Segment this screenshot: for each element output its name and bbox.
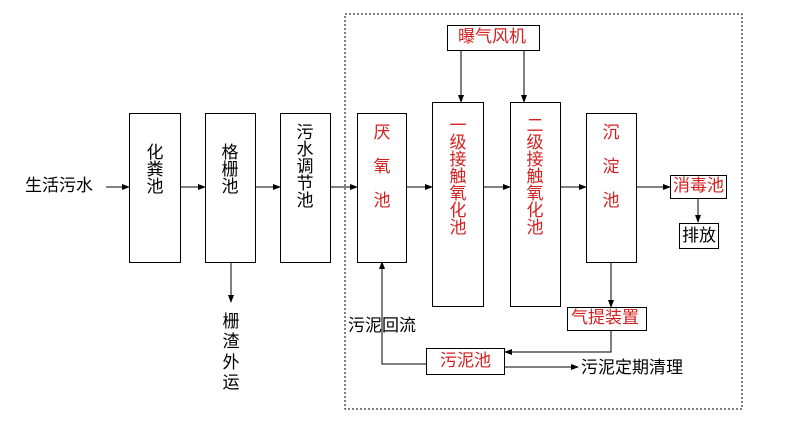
equalization-tank-box [280,113,331,263]
airlift-device-box [567,307,647,331]
aeration-blower-label: 曝气风机 [458,27,526,47]
arrow-airlift-to-sludge-tank [504,331,612,355]
equalization-tank-label: 污 水 调 节 池 [296,123,314,211]
sedimentation-tank-box [586,113,637,263]
discharge-box [679,223,719,249]
contact-oxidation-1-box [432,102,484,307]
disinfection-tank-label: 消毒池 [673,176,724,196]
contact-oxidation-2-label: 二 级 接 触 氧 化 池 [526,116,544,238]
sludge-tank-box [426,348,505,375]
screen-tank-label: 格 栅 池 [221,143,239,197]
septic-tank-box [129,113,181,263]
discharge-label: 排放 [682,226,716,246]
contact-oxidation-1-label: 一 级 接 触 氧 化 池 [449,116,467,238]
anaerobic-tank-box [357,113,407,263]
anaerobic-tank-label: 厌 氧 池 [373,123,391,211]
septic-tank-label: 化 粪 池 [146,143,164,197]
screen-waste-label: 栅 渣 外 运 [222,312,240,394]
contact-oxidation-2-box [510,102,561,307]
arrow-sludge-return [379,261,426,365]
sludge-cleaning-label: 污泥定期清理 [581,358,683,378]
disinfection-tank-box [670,175,727,199]
sludge-return-label: 污泥回流 [348,316,416,336]
aeration-blower-box [447,25,540,51]
sewage-input-label: 生活污水 [25,176,93,196]
sedimentation-tank-label: 沉 淀 池 [602,123,620,211]
sludge-tank-label: 污泥池 [440,351,491,371]
airlift-device-label: 气提装置 [571,308,639,328]
screen-tank-box [205,113,256,263]
